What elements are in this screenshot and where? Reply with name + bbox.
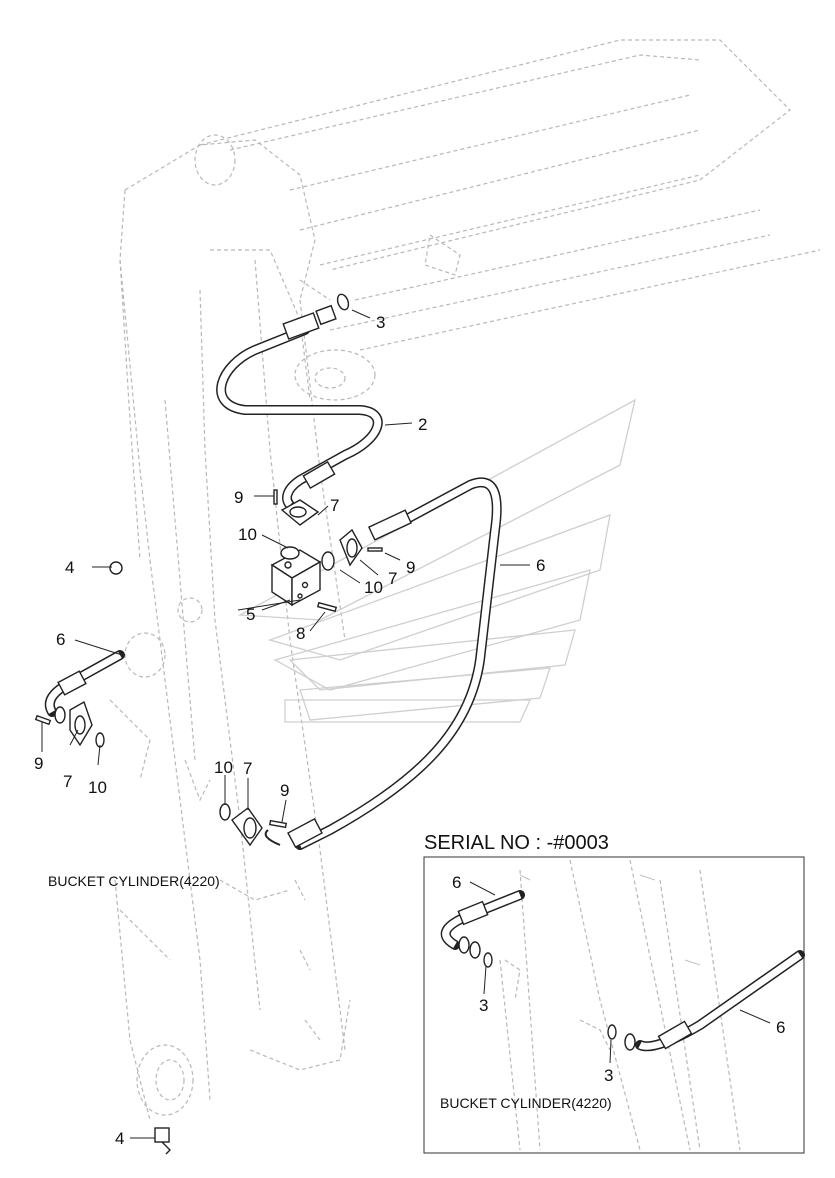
callout-10-low: 10 <box>214 758 233 777</box>
hose-2 <box>216 293 383 510</box>
callout-10-mid: 10 <box>364 578 383 597</box>
inset-callout-3-left: 3 <box>479 996 488 1015</box>
flange-halves-upper <box>273 489 383 613</box>
callout-7-mid: 7 <box>388 569 397 588</box>
callout-10-top: 10 <box>238 525 257 544</box>
callout-9-top: 9 <box>234 488 243 507</box>
callout-4-bottom: 4 <box>115 1129 124 1148</box>
inset-callout-6-top: 6 <box>452 873 461 892</box>
callout-9-left: 9 <box>34 754 43 773</box>
callout-10-left: 10 <box>88 778 107 797</box>
grease-fittings-4 <box>109 561 171 1155</box>
serial-number-label: SERIAL NO : -#0003 <box>424 832 609 854</box>
callout-7-left: 7 <box>63 772 72 791</box>
leader-lines <box>41 309 530 1139</box>
callout-6-left: 6 <box>56 630 65 649</box>
callout-7-top: 7 <box>330 496 339 515</box>
callout-2: 2 <box>418 415 427 434</box>
main-caption: BUCKET CYLINDER(4220) <box>48 873 220 889</box>
manifold-block-5 <box>270 549 322 607</box>
main-callouts: 2 3 4 4 5 6 6 7 7 7 7 8 9 9 9 9 10 10 10… <box>34 313 545 1148</box>
callout-4-top: 4 <box>65 558 74 577</box>
flange-halves-lower <box>219 803 288 847</box>
callout-3: 3 <box>376 313 385 332</box>
background-machine-outline <box>109 39 821 1121</box>
callout-9-mid: 9 <box>406 558 415 577</box>
callout-7-low: 7 <box>243 759 252 778</box>
inset-drawing <box>440 859 805 1151</box>
hose-6 <box>264 477 502 850</box>
inset-frame <box>423 856 805 1154</box>
callout-9-low: 9 <box>280 781 289 800</box>
callout-5: 5 <box>246 605 255 624</box>
inset-callout-3-right: 3 <box>604 1066 613 1085</box>
inset-callouts: 6 3 3 6 <box>452 873 785 1085</box>
callout-8: 8 <box>296 624 305 643</box>
inset-caption: BUCKET CYLINDER(4220) <box>440 1095 612 1111</box>
left-hose-6-assembly <box>34 650 125 748</box>
callout-6-right: 6 <box>536 556 545 575</box>
inset-callout-6-right: 6 <box>776 1018 785 1037</box>
